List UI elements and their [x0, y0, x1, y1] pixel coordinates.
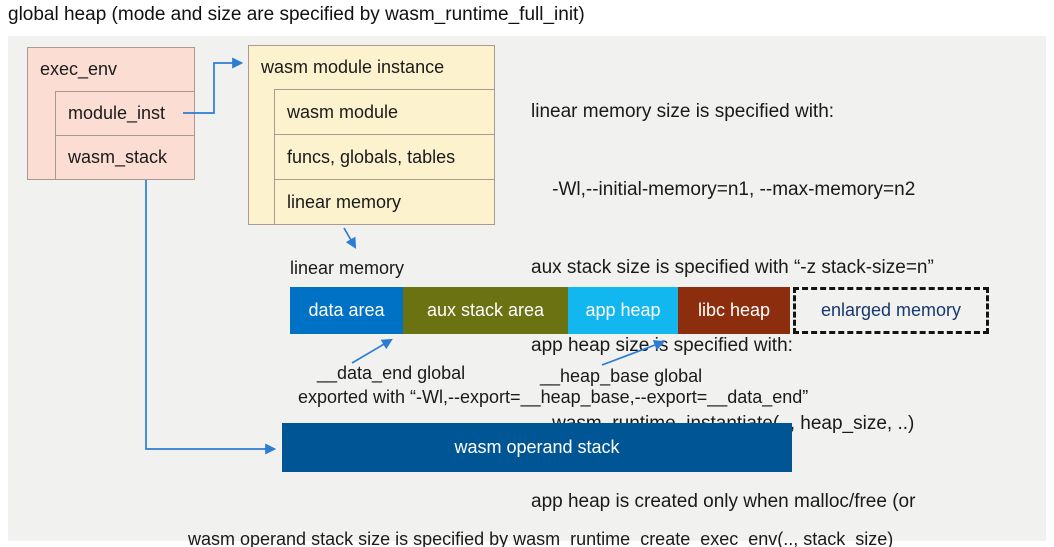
segment-enlarged-memory: enlarged memory	[793, 287, 989, 334]
linear-memory-bar: data area aux stack area app heap libc h…	[290, 287, 790, 334]
note-line: app heap is created only when malloc/fre…	[531, 491, 916, 512]
module-instance-header: wasm module instance	[261, 57, 445, 77]
segment-aux-stack-area: aux stack area	[403, 287, 568, 334]
note-line: app heap size is specified with:	[531, 335, 793, 356]
segment-app-heap: app heap	[568, 287, 678, 334]
exec-env-row-module-inst: module_inst	[55, 91, 194, 135]
note-line: aux stack size is specified with “-z sta…	[531, 257, 934, 278]
module-instance-row-linear-memory: linear memory	[274, 179, 494, 224]
diagram-title: global heap (mode and size are specified…	[8, 4, 585, 25]
operand-stack-note-line: wasm operand stack size is specified by …	[188, 529, 894, 547]
annotation-exported-with: exported with “-Wl,--export=__heap_base,…	[298, 387, 809, 407]
segment-data-area: data area	[290, 287, 403, 334]
module-instance-box: wasm module instance wasm module funcs, …	[248, 45, 495, 225]
module-instance-row-wasm-module: wasm module	[274, 89, 494, 134]
note-line: linear memory size is specified with:	[531, 101, 835, 122]
operand-stack-box: wasm operand stack	[282, 423, 792, 472]
exec-env-header: exec_env	[40, 59, 118, 79]
operand-stack-notes: wasm operand stack size is specified by …	[188, 482, 893, 547]
note-line: -Wl,--initial-memory=n1, --max-memory=n2	[531, 179, 916, 200]
segment-libc-heap: libc heap	[678, 287, 790, 334]
exec-env-row-wasm-stack: wasm_stack	[55, 135, 194, 179]
annotation-data-end-global: __data_end global	[317, 363, 466, 383]
linear-memory-label: linear memory	[290, 258, 405, 278]
exec-env-box: exec_env module_inst wasm_stack	[27, 47, 195, 180]
module-instance-row-funcs-globals-tables: funcs, globals, tables	[274, 134, 494, 179]
annotation-heap-base-global: __heap_base global	[540, 366, 703, 386]
